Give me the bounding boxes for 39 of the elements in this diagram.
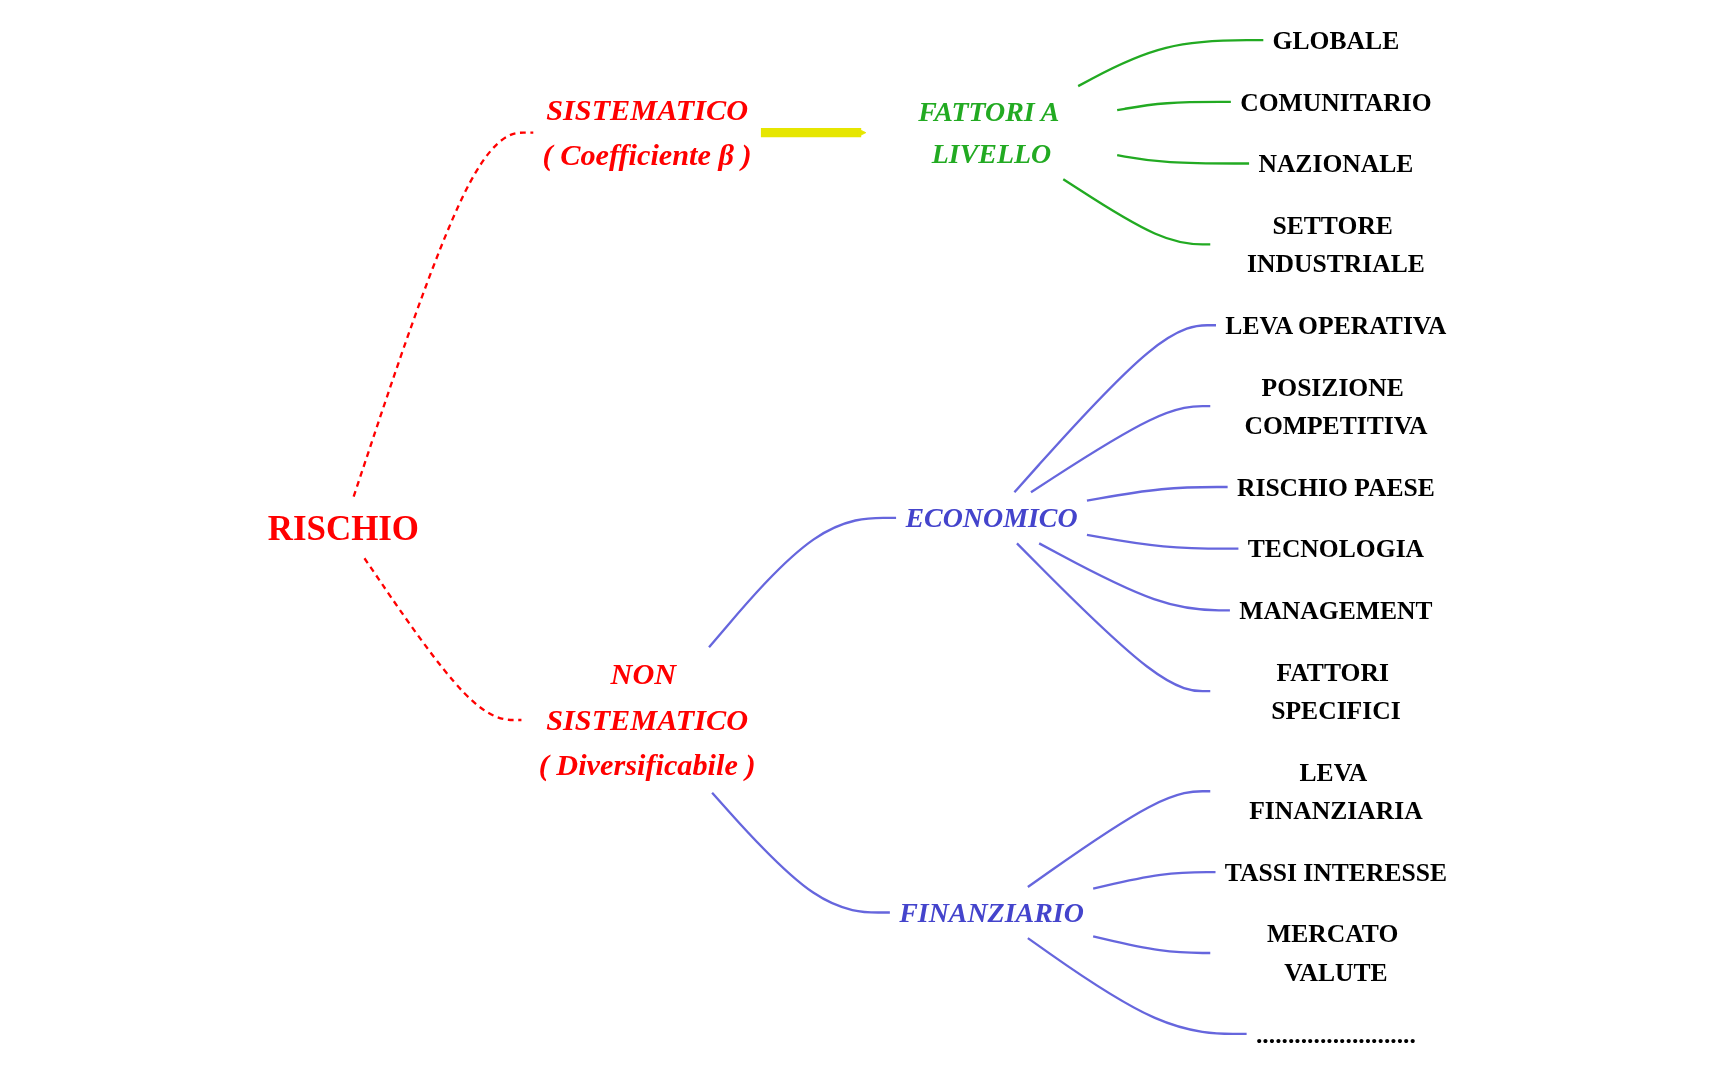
node-text: NAZIONALE (1258, 148, 1414, 179)
connector (1086, 533, 1239, 550)
node-text: MERCATO VALUTE (1267, 919, 1399, 987)
connector (1013, 324, 1216, 493)
node-text: POSIZIONE COMPETITIVA (1244, 372, 1428, 440)
connector (1016, 542, 1211, 693)
arrow (760, 127, 867, 138)
connector (363, 557, 522, 722)
node-text: TASSI INTERESSE (1224, 857, 1448, 887)
node-text: FINANZIARIO (899, 897, 1084, 928)
node-text: COMUNITARIO (1240, 87, 1432, 117)
connector (1086, 485, 1228, 502)
connector (1030, 404, 1211, 494)
connector (1116, 154, 1250, 165)
node-text: LEVA OPERATIVA (1225, 310, 1447, 340)
connector (1038, 542, 1230, 612)
connector (708, 516, 897, 648)
node-text: GLOBALE (1272, 25, 1400, 55)
node-text: ECONOMICO (905, 502, 1078, 533)
node-text: RISCHIO PAESE (1236, 472, 1435, 502)
connector (711, 791, 890, 914)
connector (1092, 935, 1211, 955)
node-text: SISTEMATICO ( Coefficiente β ) (542, 93, 752, 173)
node-text: SETTORE INDUSTRIALE (1247, 210, 1425, 279)
connector (1092, 870, 1216, 890)
connector (1027, 790, 1211, 888)
connector (1116, 100, 1231, 112)
connector (1027, 937, 1247, 1035)
node-text: TECNOLOGIA (1247, 534, 1425, 564)
node-text: MANAGEMENT (1239, 595, 1433, 625)
node-text: LEVA FINANZIARIA (1249, 757, 1423, 825)
node-text: RISCHIO (267, 508, 420, 547)
connector (352, 131, 534, 497)
node-text: FATTORI SPECIFICI (1271, 657, 1401, 725)
node-text: ......................... (1255, 1019, 1416, 1049)
node-text: FATTORI A LIVELLO (918, 96, 1058, 169)
node-text: NON SISTEMATICO ( Diversificabile ) (538, 657, 756, 783)
connector (1062, 178, 1211, 246)
connector (1077, 39, 1264, 88)
